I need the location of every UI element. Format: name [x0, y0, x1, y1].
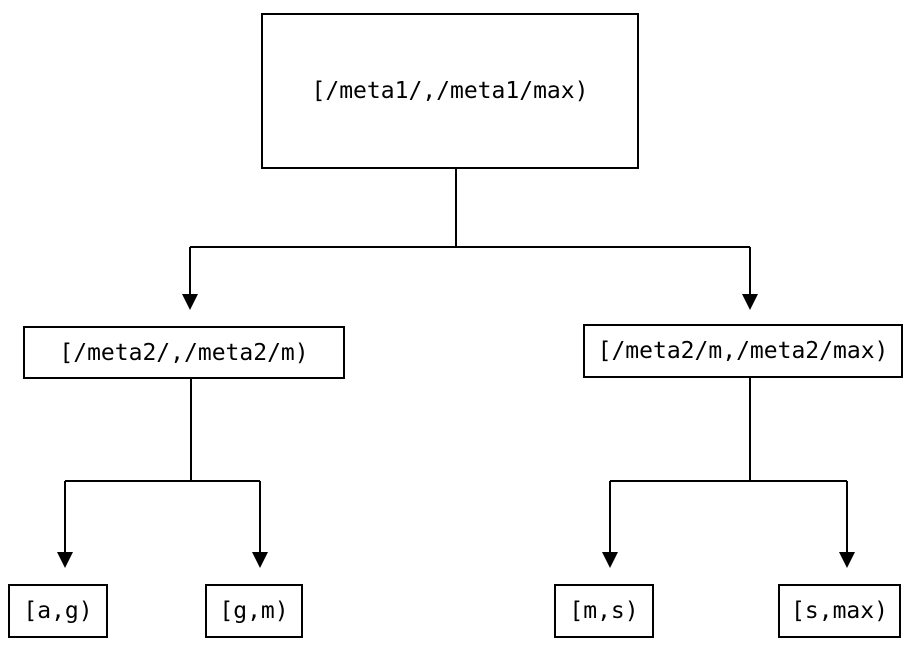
arrow-down-icon [252, 552, 268, 568]
node-meta2-high: [/meta2/m,/meta2/max) [583, 324, 903, 378]
node-root: [/meta1/,/meta1/max) [261, 13, 639, 169]
node-leaf-g-m: [g,m) [205, 584, 303, 638]
arrow-down-icon [602, 552, 618, 568]
node-leaf-m-s: [m,s) [554, 584, 654, 638]
node-meta2-low: [/meta2/,/meta2/m) [23, 326, 345, 379]
node-leaf-g-m-label: [g,m) [219, 598, 289, 624]
node-leaf-a-g-label: [a,g) [23, 598, 93, 624]
arrow-down-icon [57, 552, 73, 568]
node-meta2-high-label: [/meta2/m,/meta2/max) [597, 338, 889, 364]
node-leaf-a-g: [a,g) [8, 584, 108, 638]
node-root-label: [/meta1/,/meta1/max) [311, 78, 589, 104]
node-meta2-low-label: [/meta2/,/meta2/m) [59, 339, 309, 366]
node-leaf-m-s-label: [m,s) [569, 598, 639, 624]
arrow-down-icon [839, 552, 855, 568]
node-leaf-s-max: [s,max) [778, 584, 901, 638]
node-leaf-s-max-label: [s,max) [791, 598, 888, 624]
arrow-down-icon [182, 294, 198, 310]
arrow-down-icon [742, 294, 758, 310]
